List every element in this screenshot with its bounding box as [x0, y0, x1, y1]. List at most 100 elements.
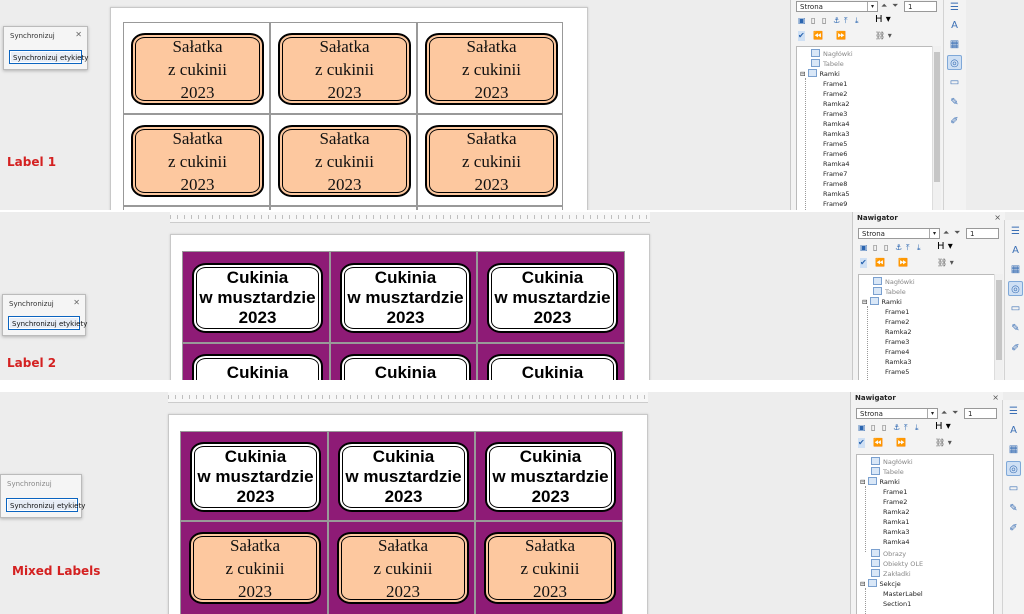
- style-inspector-icon[interactable]: ✎: [1009, 503, 1018, 514]
- gallery-icon[interactable]: ▦: [1008, 444, 1019, 455]
- navigator-icon[interactable]: ◎: [1006, 461, 1021, 476]
- label-cell[interactable]: Cukinia: [182, 343, 330, 380]
- navigator-icon[interactable]: ◎: [1008, 281, 1023, 296]
- tree-item[interactable]: Obiekty OLE: [871, 559, 923, 569]
- label-cell[interactable]: Cukinia: [330, 343, 477, 380]
- tree-item[interactable]: Frame8: [823, 180, 848, 188]
- demote-icon[interactable]: ⤓: [915, 423, 919, 432]
- navigator-tree[interactable]: Nagłówki Tabele ⊟ Ramki Frame1 Frame2 Ra…: [856, 454, 994, 614]
- tree-item[interactable]: MasterLabel: [883, 590, 923, 598]
- header-icon[interactable]: ▯: [811, 16, 816, 25]
- tree-item[interactable]: Tabele: [873, 287, 906, 297]
- tree-item[interactable]: Frame2: [823, 90, 848, 98]
- anchor-icon[interactable]: ⚓: [895, 243, 903, 252]
- tree-item[interactable]: Nagłówki: [871, 457, 913, 467]
- footer-icon[interactable]: ▯: [884, 243, 889, 252]
- next-icon[interactable]: ⏷: [892, 1, 899, 10]
- sync-labels-button[interactable]: Synchronizuj etykiety: [6, 498, 85, 512]
- move-right-icon[interactable]: ⏩: [836, 31, 846, 40]
- demote-icon[interactable]: ⤓: [917, 243, 921, 252]
- sync-labels-button[interactable]: Synchronizuj etykiety: [8, 316, 87, 330]
- tree-item[interactable]: Frame3: [885, 338, 910, 346]
- demote-icon[interactable]: ⤓: [855, 16, 859, 25]
- content-view-icon[interactable]: ▣: [858, 423, 866, 432]
- page-spin-field[interactable]: 1: [966, 228, 999, 239]
- properties-icon[interactable]: ☰: [1011, 226, 1020, 237]
- promote-icon[interactable]: ⤒: [844, 16, 848, 25]
- tree-item[interactable]: Frame1: [885, 308, 910, 316]
- header-icon[interactable]: ▯: [871, 423, 876, 432]
- properties-icon[interactable]: ☰: [950, 2, 959, 13]
- tree-scrollbar[interactable]: [994, 274, 1003, 380]
- previous-icon[interactable]: ⏶: [881, 1, 888, 10]
- manage-changes-icon[interactable]: ✐: [950, 116, 959, 127]
- tree-item[interactable]: Nagłówki: [811, 49, 853, 59]
- move-right-icon[interactable]: ⏩: [896, 438, 906, 447]
- navigator-tree[interactable]: Nagłówki Tabele ⊟ Ramki Frame1 Frame2 Ra…: [858, 274, 996, 380]
- header-icon[interactable]: ▯: [873, 243, 878, 252]
- tree-item[interactable]: Ramka3: [883, 528, 910, 536]
- close-icon[interactable]: ×: [994, 213, 1001, 222]
- label-cell[interactable]: Cukinia: [477, 343, 625, 380]
- close-icon[interactable]: ✕: [73, 298, 80, 307]
- tree-item[interactable]: Ramka4: [883, 538, 910, 546]
- navigate-by-dropdown[interactable]: Strona▾: [856, 408, 938, 419]
- tree-item[interactable]: Ramka3: [885, 358, 912, 366]
- move-left-icon[interactable]: ⏪: [813, 31, 823, 40]
- tree-item[interactable]: Tabele: [871, 467, 904, 477]
- tree-item[interactable]: Zakładki: [871, 569, 911, 579]
- navigator-tree[interactable]: Nagłówki Tabele ⊟ Ramki Frame1 Frame2 Ra…: [796, 46, 936, 210]
- tree-item[interactable]: Ramka1: [883, 518, 910, 526]
- tree-item[interactable]: Ramka4: [823, 160, 850, 168]
- page-icon[interactable]: ▭: [949, 77, 960, 88]
- tree-item[interactable]: ⊟ Ramki: [800, 69, 840, 78]
- next-icon[interactable]: ⏷: [954, 228, 961, 237]
- navigate-by-dropdown[interactable]: Strona▾: [858, 228, 940, 239]
- navigate-by-dropdown[interactable]: Strona▾: [796, 1, 878, 12]
- sync-labels-button[interactable]: Synchronizuj etykiety: [9, 50, 88, 64]
- styles-icon[interactable]: A: [951, 20, 958, 31]
- styles-icon[interactable]: A: [1010, 425, 1017, 436]
- tree-item[interactable]: Ramka5: [823, 190, 850, 198]
- previous-icon[interactable]: ⏶: [943, 228, 950, 237]
- checkmark-icon[interactable]: ✔: [860, 258, 867, 268]
- tree-scrollbar[interactable]: [932, 46, 941, 210]
- style-inspector-icon[interactable]: ✎: [950, 97, 959, 108]
- tree-item[interactable]: Frame2: [885, 318, 910, 326]
- tree-item[interactable]: ⊟ Ramki: [862, 297, 902, 306]
- tree-item[interactable]: Ramka2: [823, 100, 850, 108]
- tree-item[interactable]: Section1: [883, 600, 912, 608]
- label-cell[interactable]: [417, 206, 563, 210]
- promote-icon[interactable]: ⤒: [904, 423, 908, 432]
- tree-item[interactable]: ⊟ Ramki: [860, 477, 900, 486]
- heading-level-icon[interactable]: H ▾: [935, 421, 951, 432]
- link-icon[interactable]: ⛓ ▾: [935, 438, 952, 447]
- anchor-icon[interactable]: ⚓: [893, 423, 901, 432]
- link-icon[interactable]: ⛓ ▾: [875, 31, 892, 40]
- move-right-icon[interactable]: ⏩: [898, 258, 908, 267]
- move-left-icon[interactable]: ⏪: [875, 258, 885, 267]
- gallery-icon[interactable]: ▦: [949, 39, 960, 50]
- tree-item[interactable]: Frame9: [823, 200, 848, 208]
- page-spin-field[interactable]: 1: [964, 408, 997, 419]
- content-view-icon[interactable]: ▣: [860, 243, 868, 252]
- tree-item[interactable]: Frame6: [823, 150, 848, 158]
- checkmark-icon[interactable]: ✔: [858, 438, 865, 448]
- manage-changes-icon[interactable]: ✐: [1009, 523, 1018, 534]
- link-icon[interactable]: ⛓ ▾: [937, 258, 954, 267]
- tree-item[interactable]: Frame5: [823, 140, 848, 148]
- next-icon[interactable]: ⏷: [952, 408, 959, 417]
